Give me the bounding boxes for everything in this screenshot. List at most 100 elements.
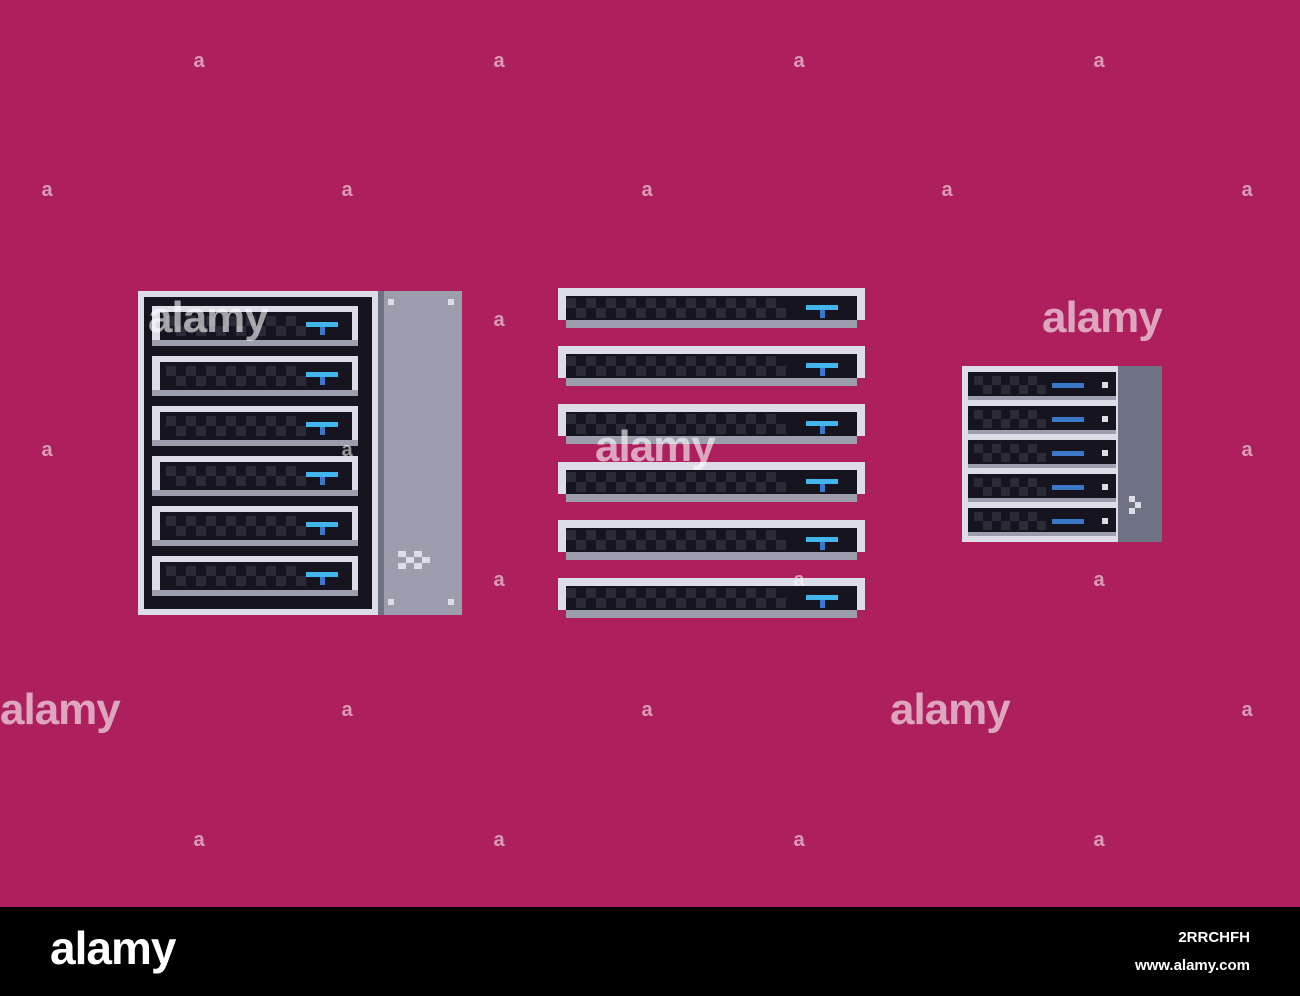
unit-check-pixel (576, 308, 586, 318)
watermark-word: alamy (1042, 293, 1163, 342)
unit-check-pixel (296, 576, 306, 586)
server-unit-led (806, 479, 838, 484)
unit-check-pixel (1019, 521, 1028, 530)
unit-check-pixel (586, 530, 596, 540)
rack-vent (414, 563, 422, 569)
unit-check-pixel (196, 576, 206, 586)
unit-check-pixel (576, 424, 586, 434)
unit-check-pixel (686, 298, 696, 308)
unit-check-pixel (686, 588, 696, 598)
server-unit-led (806, 305, 838, 310)
small-unit-led (1052, 383, 1084, 388)
unit-check-pixel (1001, 453, 1010, 462)
unit-check-pixel (236, 426, 246, 436)
server-unit-right-ear (857, 528, 865, 552)
unit-check-pixel (276, 476, 286, 486)
watermark-letter: a (493, 50, 505, 72)
unit-check-pixel (776, 424, 786, 434)
unit-check-pixel (266, 566, 276, 576)
unit-check-pixel (726, 472, 736, 482)
unit-check-pixel (776, 540, 786, 550)
unit-check-pixel (616, 366, 626, 376)
rack-unit-base (152, 540, 358, 546)
unit-check-pixel (676, 308, 686, 318)
unit-check-pixel (196, 326, 206, 336)
unit-check-pixel (586, 298, 596, 308)
unit-check-pixel (983, 419, 992, 428)
rack-unit-base (152, 590, 358, 596)
unit-check-pixel (256, 526, 266, 536)
unit-check-pixel (1028, 512, 1037, 521)
unit-check-pixel (706, 414, 716, 424)
unit-check-pixel (646, 356, 656, 366)
server-unit-led-stem (820, 600, 825, 608)
unit-check-pixel (176, 426, 186, 436)
unit-check-pixel (756, 366, 766, 376)
watermark-letter: a (41, 439, 53, 461)
rack-unit-base (152, 340, 358, 346)
unit-check-pixel (276, 376, 286, 386)
unit-check-pixel (1010, 444, 1019, 453)
unit-check-pixel (666, 356, 676, 366)
unit-check-pixel (636, 366, 646, 376)
unit-check-pixel (256, 376, 266, 386)
server-unit-led-stem (820, 368, 825, 376)
watermark-letter: a (793, 569, 805, 591)
unit-check-pixel (746, 298, 756, 308)
unit-check-pixel (606, 472, 616, 482)
unit-check-pixel (596, 540, 606, 550)
unit-check-pixel (1010, 376, 1019, 385)
small-unit-led (1052, 519, 1084, 524)
unit-check-pixel (776, 308, 786, 318)
unit-check-pixel (736, 540, 746, 550)
rack-side-panel (378, 291, 462, 615)
small-unit-base (968, 396, 1116, 400)
unit-check-pixel (206, 316, 216, 326)
watermark-letter: a (193, 829, 205, 851)
unit-check-pixel (606, 588, 616, 598)
watermark-letter: a (1093, 829, 1105, 851)
small-rack-side (1118, 366, 1162, 542)
watermark-letter: a (493, 829, 505, 851)
unit-check-pixel (236, 326, 246, 336)
unit-check-pixel (974, 410, 983, 419)
unit-check-pixel (974, 376, 983, 385)
rack-unit-led (306, 522, 338, 527)
unit-check-pixel (586, 414, 596, 424)
unit-check-pixel (992, 512, 1001, 521)
rack-vent (414, 551, 422, 557)
server-unit-left-ear (558, 296, 566, 320)
unit-check-pixel (616, 482, 626, 492)
unit-check-pixel (716, 424, 726, 434)
watermark-letter: a (341, 699, 353, 721)
unit-check-pixel (1010, 478, 1019, 487)
unit-check-pixel (216, 526, 226, 536)
watermark-letter: a (941, 179, 953, 201)
watermark-letter: a (41, 179, 53, 201)
unit-check-pixel (1028, 410, 1037, 419)
unit-check-pixel (216, 376, 226, 386)
rack-vent (406, 557, 414, 563)
unit-check-pixel (286, 416, 296, 426)
unit-check-pixel (686, 356, 696, 366)
unit-check-pixel (686, 530, 696, 540)
server-illustration (138, 288, 1162, 618)
unit-check-pixel (246, 366, 256, 376)
unit-check-pixel (226, 566, 236, 576)
unit-check-pixel (716, 482, 726, 492)
unit-check-pixel (586, 356, 596, 366)
footer-site: www.alamy.com (1134, 957, 1250, 974)
unit-check-pixel (974, 444, 983, 453)
unit-check-pixel (206, 416, 216, 426)
watermark-letter: a (341, 439, 353, 461)
rack-side-edge (378, 291, 384, 615)
watermark-word: alamy (595, 422, 716, 471)
unit-check-pixel (726, 298, 736, 308)
unit-check-pixel (746, 414, 756, 424)
unit-check-pixel (296, 526, 306, 536)
unit-check-pixel (646, 530, 656, 540)
unit-check-pixel (736, 366, 746, 376)
rack-unit-led-stem (320, 377, 325, 385)
unit-check-pixel (176, 576, 186, 586)
unit-check-pixel (776, 482, 786, 492)
